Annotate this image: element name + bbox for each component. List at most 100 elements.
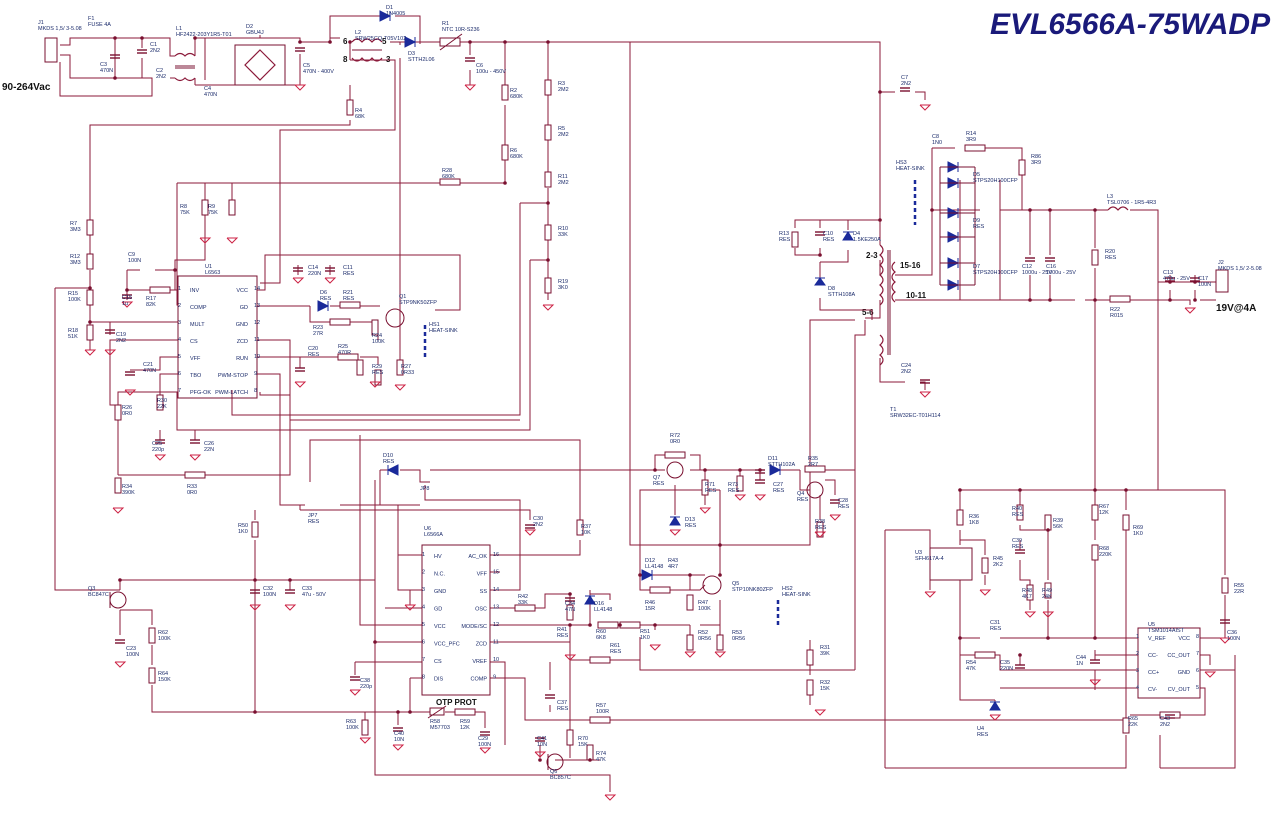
ic-pin-inv: INV (190, 288, 200, 294)
value-q3: BC847C (88, 592, 109, 598)
ic-pin-num: 12 (493, 622, 499, 628)
label-c10: C10 (823, 231, 833, 237)
value-r41: RES (557, 633, 569, 639)
value-hs2: HEAT-SINK (782, 592, 811, 598)
value-q7: RES (653, 481, 665, 487)
label-d12: D12 (645, 558, 655, 564)
ground-symbol-26 (479, 747, 492, 754)
label-r49: R49 (1042, 588, 1052, 594)
junction-dot-14 (88, 320, 92, 324)
label-c12: C12 (1022, 264, 1032, 270)
ic-pin-vcc: VCC (434, 624, 446, 630)
junction-dot-21 (1028, 208, 1032, 212)
l3-output-inductor-icon (1107, 206, 1129, 211)
label-t1: T1 (890, 407, 896, 413)
value-r32: 15K (820, 686, 830, 692)
ground-symbol-6 (104, 349, 117, 356)
value-r20: RES (1105, 255, 1117, 261)
ground-symbol-45 (989, 714, 1002, 721)
label-d13: D13 (685, 517, 695, 523)
d2-bridge-rectifier-body (234, 44, 286, 86)
value-l1: HF2422-203Y1R5-T01 (176, 32, 232, 38)
label-c25: C25 (152, 441, 162, 447)
label-r30: R30 (157, 398, 167, 404)
value-c13: 470u - 25V (1163, 276, 1190, 282)
ground-symbol-11 (394, 384, 407, 391)
schematic-title: EVL6566A-75WADP (990, 8, 1271, 41)
value-r42: 33K (518, 600, 528, 606)
label-d10: D10 (383, 453, 393, 459)
resistor-7 (544, 124, 552, 141)
label-d7: D7 (973, 264, 980, 270)
resistor-3 (86, 324, 94, 341)
label-r26: R26 (122, 405, 132, 411)
value-c41: 10N (537, 742, 547, 748)
resistor-h-17 (974, 651, 996, 659)
value-c31: RES (990, 626, 1002, 632)
value-q6: BC857C (550, 775, 571, 781)
junction-dot-4 (298, 40, 302, 44)
resistor-48 (736, 475, 744, 492)
value-u3: SFH617A-4 (915, 556, 944, 562)
junction-dot-44 (408, 710, 412, 714)
feedback-section-wires (884, 300, 1236, 769)
label-u4: U4 (977, 726, 984, 732)
label-r23: R23 (313, 325, 323, 331)
label-r17: R17 (146, 296, 156, 302)
label-c35: C35 (1000, 660, 1010, 666)
ic-pin-n-c-: N.C. (434, 572, 445, 578)
label-j1: J1 (38, 20, 44, 26)
ic-pin-gnd: GND (236, 322, 248, 328)
value-r13: RES (779, 237, 791, 243)
value-r21: RES (343, 296, 355, 302)
label-r52: R52 (698, 630, 708, 636)
resistor-30 (148, 667, 156, 684)
u1-section-wires (54, 183, 520, 591)
label-r59: R59 (460, 719, 470, 725)
value-r43: 4R7 (668, 564, 678, 570)
junction-dot-0 (113, 36, 117, 40)
ic-pin-cc-out: CC_OUT (1167, 653, 1190, 659)
label-r43: R43 (668, 558, 678, 564)
ic-pin-num: 11 (493, 640, 499, 646)
value-jp7: RES (308, 519, 320, 525)
junction-dot-27 (1168, 280, 1172, 284)
label-hs2: HS2 (782, 586, 793, 592)
u5-cc-cv-controller-body (1137, 627, 1201, 699)
label-r13: R13 (779, 231, 789, 237)
resistor-22 (686, 594, 694, 611)
label-d1: D1 (386, 5, 393, 11)
value-r19: 3K0 (558, 285, 568, 291)
ground-symbol-14 (154, 454, 167, 461)
label-c13: C13 (1163, 270, 1173, 276)
value-d7: STPS20H100CFP (973, 270, 1018, 276)
ic-pin-pfg-ok: PFG-OK (190, 390, 211, 396)
label-r63: R63 (346, 719, 356, 725)
junction-dot-31 (718, 543, 722, 547)
junction-dot-6 (503, 40, 507, 44)
ground-symbol-30 (404, 604, 417, 611)
ic-pin-num: 1 (422, 552, 425, 558)
ground-symbol-1 (464, 84, 477, 91)
value-c12: 1000u - 25V (1022, 270, 1052, 276)
ground-symbol-36 (814, 531, 827, 538)
label-r6: R6 (510, 148, 517, 154)
junction-dot-33 (638, 573, 642, 577)
value-c8: 1N0 (932, 140, 942, 146)
ic-pin-num: 14 (254, 286, 260, 292)
resistor-h-9 (649, 586, 671, 594)
label-r64: R64 (158, 671, 168, 677)
label-d6: D6 (320, 290, 327, 296)
value-r29: RES (372, 370, 384, 376)
junction-dot-45 (396, 710, 400, 714)
ic-pin-vff: VFF (190, 356, 201, 362)
r58-otp-thermistor-icon (427, 705, 447, 719)
junction-dot-52 (958, 636, 962, 640)
label-u1: U1 (205, 264, 212, 270)
label-q7: Q7 (653, 475, 660, 481)
ic-pin-num: 8 (422, 675, 425, 681)
label-r18: R18 (68, 328, 78, 334)
resistor-12 (201, 199, 209, 216)
junction-dot-37 (738, 468, 742, 472)
label-r65: R65 (1128, 716, 1138, 722)
